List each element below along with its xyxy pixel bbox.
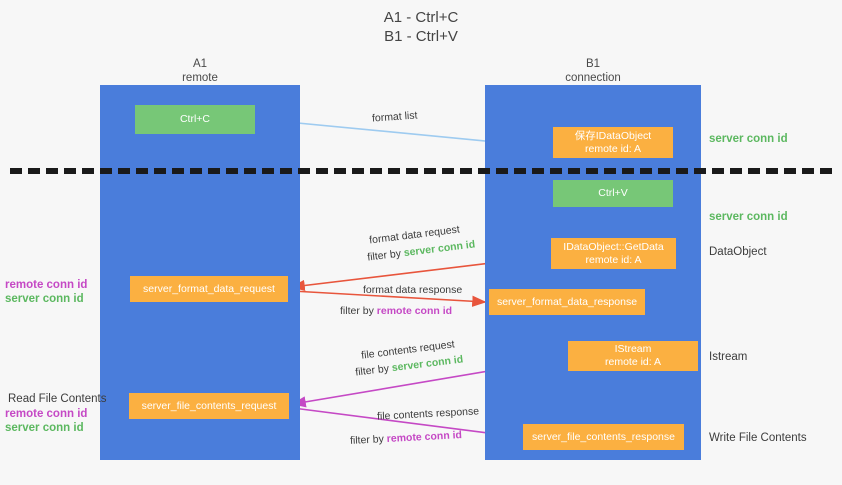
filter-prefix-4: filter by (349, 433, 388, 447)
node-ctrl-v[interactable]: Ctrl+V (553, 180, 673, 207)
node-server-format-data-response-label: server_format_data_response (496, 295, 638, 308)
left-label-group-bottom: remote conn id server conn id (5, 407, 95, 435)
left-label-server-conn-id-2: server conn id (5, 422, 84, 434)
column-a1-name: A1 (192, 58, 208, 70)
title-line-1: A1 - Ctrl+C (383, 9, 459, 26)
right-label-server-conn-id-top: server conn id (709, 133, 788, 145)
filter-prefix-2: filter by (340, 305, 377, 317)
node-ctrl-c-label: Ctrl+C (179, 113, 211, 125)
left-label-remote-conn-id-2: remote conn id (5, 408, 88, 420)
filter-value-remote-conn-id-1: remote conn id (376, 305, 453, 317)
node-saved-idataobject[interactable]: 保存IDataObject remote id: A (553, 127, 673, 158)
arrow-format-data-response (291, 290, 487, 307)
node-istream-title: IStream (614, 343, 652, 355)
right-label-write-file-contents: Write File Contents (709, 432, 807, 444)
arrow-file-contents-response (292, 407, 521, 441)
right-label-dataobject: DataObject (709, 246, 767, 258)
title-line-2: B1 - Ctrl+V (384, 28, 458, 45)
filter-value-remote-conn-id-2: remote conn id (386, 429, 463, 445)
dashed-divider (10, 168, 832, 174)
edge-label-format-data-response: format data response (363, 284, 463, 296)
edge-label-format-data-response-filter: filter by remote conn id (340, 305, 452, 318)
node-ctrl-v-label: Ctrl+V (598, 187, 628, 199)
left-label-server-conn-id-1: server conn id (5, 293, 84, 305)
left-label-read-file-contents: Read File Contents (8, 393, 107, 405)
column-b1-subtitle: connection (565, 72, 621, 84)
node-idataobject-getdata[interactable]: IDataObject::GetData remote id: A (551, 238, 676, 269)
node-server-format-data-request-label: server_format_data_request (143, 282, 275, 295)
node-server-file-contents-request-label: server_file_contents_request (141, 399, 277, 412)
node-server-file-contents-response-label: server_file_contents_response (531, 430, 675, 443)
node-server-file-contents-response[interactable]: server_file_contents_response (523, 424, 684, 450)
column-a1-subtitle: remote (182, 72, 218, 84)
node-server-format-data-request[interactable]: server_format_data_request (130, 276, 288, 302)
node-getdata-title: IDataObject::GetData (563, 240, 664, 253)
column-b1-name: B1 (585, 58, 601, 70)
column-header-a1: A1 remote (100, 57, 300, 85)
node-saved-idataobject-title: 保存IDataObject (574, 129, 652, 142)
node-saved-idataobject-subtitle: remote id: A (584, 142, 642, 155)
left-label-remote-conn-id-1: remote conn id (5, 279, 88, 291)
right-label-server-conn-id-mid: server conn id (709, 211, 788, 223)
page-title: A1 - Ctrl+C B1 - Ctrl+V (0, 8, 842, 46)
node-istream-subtitle: remote id: A (604, 356, 662, 368)
column-header-b1: B1 connection (485, 57, 701, 85)
node-ctrl-c[interactable]: Ctrl+C (135, 105, 255, 134)
left-label-group-top: remote conn id server conn id (5, 278, 95, 306)
node-getdata-subtitle: remote id: A (585, 253, 642, 266)
node-server-format-data-response[interactable]: server_format_data_response (489, 289, 645, 315)
node-istream[interactable]: IStream remote id: A (568, 341, 698, 371)
right-label-istream: Istream (709, 351, 748, 363)
node-server-file-contents-request[interactable]: server_file_contents_request (129, 393, 289, 419)
